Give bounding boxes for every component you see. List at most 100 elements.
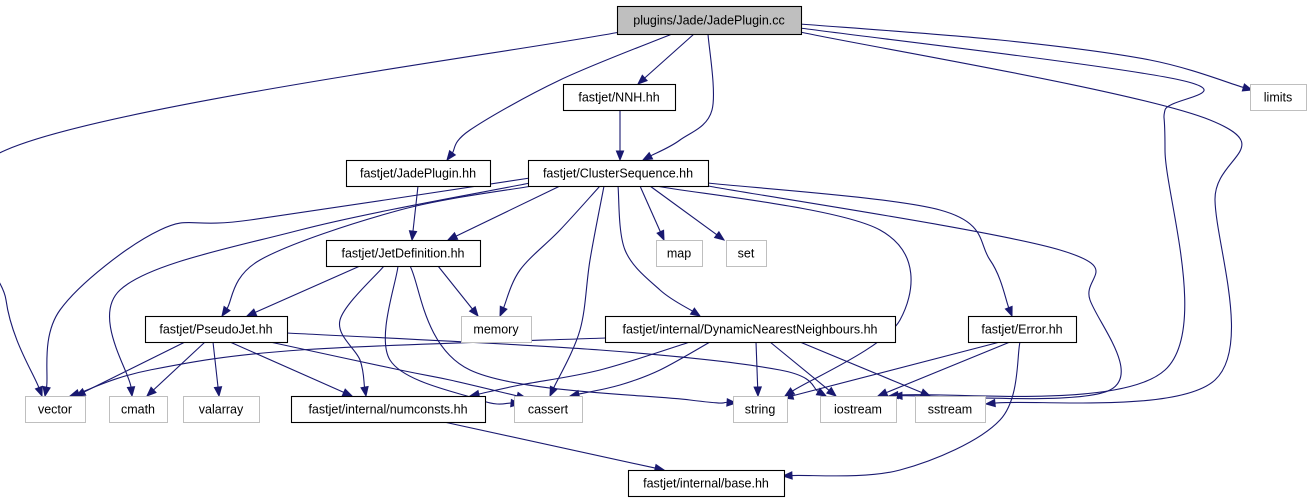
edge-pseudojet-to-iostream (286, 332, 828, 397)
arrowhead (446, 149, 457, 162)
node-base[interactable]: fastjet/internal/base.hh (627, 469, 786, 498)
arrowhead (34, 385, 43, 398)
node-dnn[interactable]: fastjet/internal/DynamicNearestNeighbour… (604, 315, 897, 344)
node-box (144, 315, 289, 344)
edge-pseudojet-to-cmath (146, 341, 206, 397)
edge-root-to-vector (0, 31, 621, 398)
edge-jadeplugin-to-jetdef (408, 185, 419, 242)
arrowhead (221, 305, 231, 318)
edge-line (886, 341, 1011, 394)
edge-clusterseq-to-memory (499, 185, 601, 318)
node-string: string (733, 396, 788, 423)
node-error[interactable]: fastjet/Error.hh (967, 315, 1078, 344)
node-iostream: iostream (820, 396, 897, 423)
edge-line (286, 332, 819, 393)
node-cmath: cmath (109, 396, 168, 423)
node-memory: memory (461, 316, 532, 343)
arrowhead (68, 388, 81, 398)
node-label: fastjet/internal/DynamicNearestNeighbour… (623, 323, 878, 337)
node-sstream: sstream (915, 396, 986, 423)
edge-jetdef-to-memory (437, 265, 479, 318)
edge-jetdef-to-string (409, 265, 738, 407)
edge-clusterseq-to-string (655, 185, 912, 397)
edge-line (46, 177, 531, 388)
edge-nnh-to-clusterseq (615, 110, 625, 162)
node-box (109, 396, 168, 423)
edge-line (755, 341, 759, 388)
node-jetdef[interactable]: fastjet/JetDefinition.hh (325, 239, 482, 268)
edge-error-to-iostream (876, 341, 1011, 397)
node-box (967, 315, 1078, 344)
node-box (527, 159, 710, 188)
node-label: map (667, 247, 691, 261)
node-cassert: cassert (514, 396, 583, 423)
nodes-layer: plugins/Jade/JadePlugin.cc fastjet/NNH.hh… (25, 5, 1307, 498)
edge-line (792, 341, 1001, 397)
arrowhead (713, 230, 726, 241)
edge-line (655, 185, 912, 392)
node-label: cmath (121, 403, 155, 417)
edge-line (639, 185, 661, 232)
arrowhead (825, 386, 838, 397)
edge-line (650, 33, 715, 157)
edge-line (649, 185, 718, 236)
node-box (726, 240, 767, 267)
edge-clusterseq-to-cassert (549, 185, 605, 398)
arrowhead (146, 386, 157, 397)
arrowhead (468, 305, 479, 318)
node-label: cassert (528, 403, 569, 417)
node-label: fastjet/JadePlugin.hh (360, 167, 476, 181)
edge-dnn-to-string (753, 341, 763, 398)
edge-clusterseq-to-cmath (109, 182, 531, 398)
edge-line (437, 265, 473, 310)
node-label: set (738, 247, 755, 261)
node-box (325, 239, 482, 268)
node-map: map (656, 240, 703, 267)
arrowhead (753, 386, 763, 398)
edge-root-to-nnh (637, 33, 695, 85)
edge-line (412, 185, 419, 232)
edge-clusterseq-to-map (639, 185, 665, 242)
node-label: fastjet/Error.hh (981, 323, 1062, 337)
node-label: fastjet/PseudoJet.hh (159, 323, 272, 337)
node-label: fastjet/internal/numconsts.hh (308, 403, 467, 417)
node-label: string (745, 403, 776, 417)
node-label: fastjet/JetDefinition.hh (342, 247, 465, 261)
node-label: fastjet/NNH.hh (578, 91, 659, 105)
edge-line (644, 33, 695, 79)
edge-jetdef-to-pseudojet (245, 265, 361, 317)
node-clusterseq[interactable]: fastjet/ClusterSequence.hh (527, 159, 710, 188)
edge-line (229, 341, 344, 393)
node-root[interactable]: plugins/Jade/JadePlugin.cc (616, 5, 803, 36)
edge-line (212, 341, 219, 388)
node-label: vector (38, 403, 72, 417)
edge-dnn-to-cassert (568, 341, 711, 399)
edge-root-to-iostream (799, 27, 1205, 400)
edge-line (791, 341, 1021, 477)
edge-dnn-to-numconsts (468, 341, 691, 399)
node-pseudojet[interactable]: fastjet/PseudoJet.hh (144, 315, 289, 344)
arrowhead (689, 307, 702, 317)
arrowhead (1004, 305, 1013, 318)
node-box (820, 396, 897, 423)
edge-clusterseq-to-jetdef (446, 185, 561, 241)
node-label: fastjet/internal/base.hh (643, 477, 769, 491)
arrowhead (42, 385, 51, 398)
arrowhead (656, 229, 665, 242)
node-valarray: valarray (183, 396, 260, 423)
edge-root-to-jadeplugin (446, 33, 673, 162)
node-box (627, 469, 786, 498)
node-jadeplugin[interactable]: fastjet/JadePlugin.hh (345, 159, 492, 188)
edge-dnn-to-sstream (799, 341, 932, 397)
arrowhead (126, 386, 136, 398)
edge-line (226, 185, 533, 309)
node-numconsts[interactable]: fastjet/internal/numconsts.hh (290, 395, 487, 424)
edge-line (455, 185, 561, 237)
node-box (290, 395, 487, 424)
edge-line (0, 31, 621, 388)
node-nnh[interactable]: fastjet/NNH.hh (562, 83, 677, 112)
node-box (514, 396, 583, 423)
node-label: limits (1264, 91, 1292, 105)
arrowhead (637, 74, 648, 85)
edge-root-to-sstream (799, 31, 1243, 408)
